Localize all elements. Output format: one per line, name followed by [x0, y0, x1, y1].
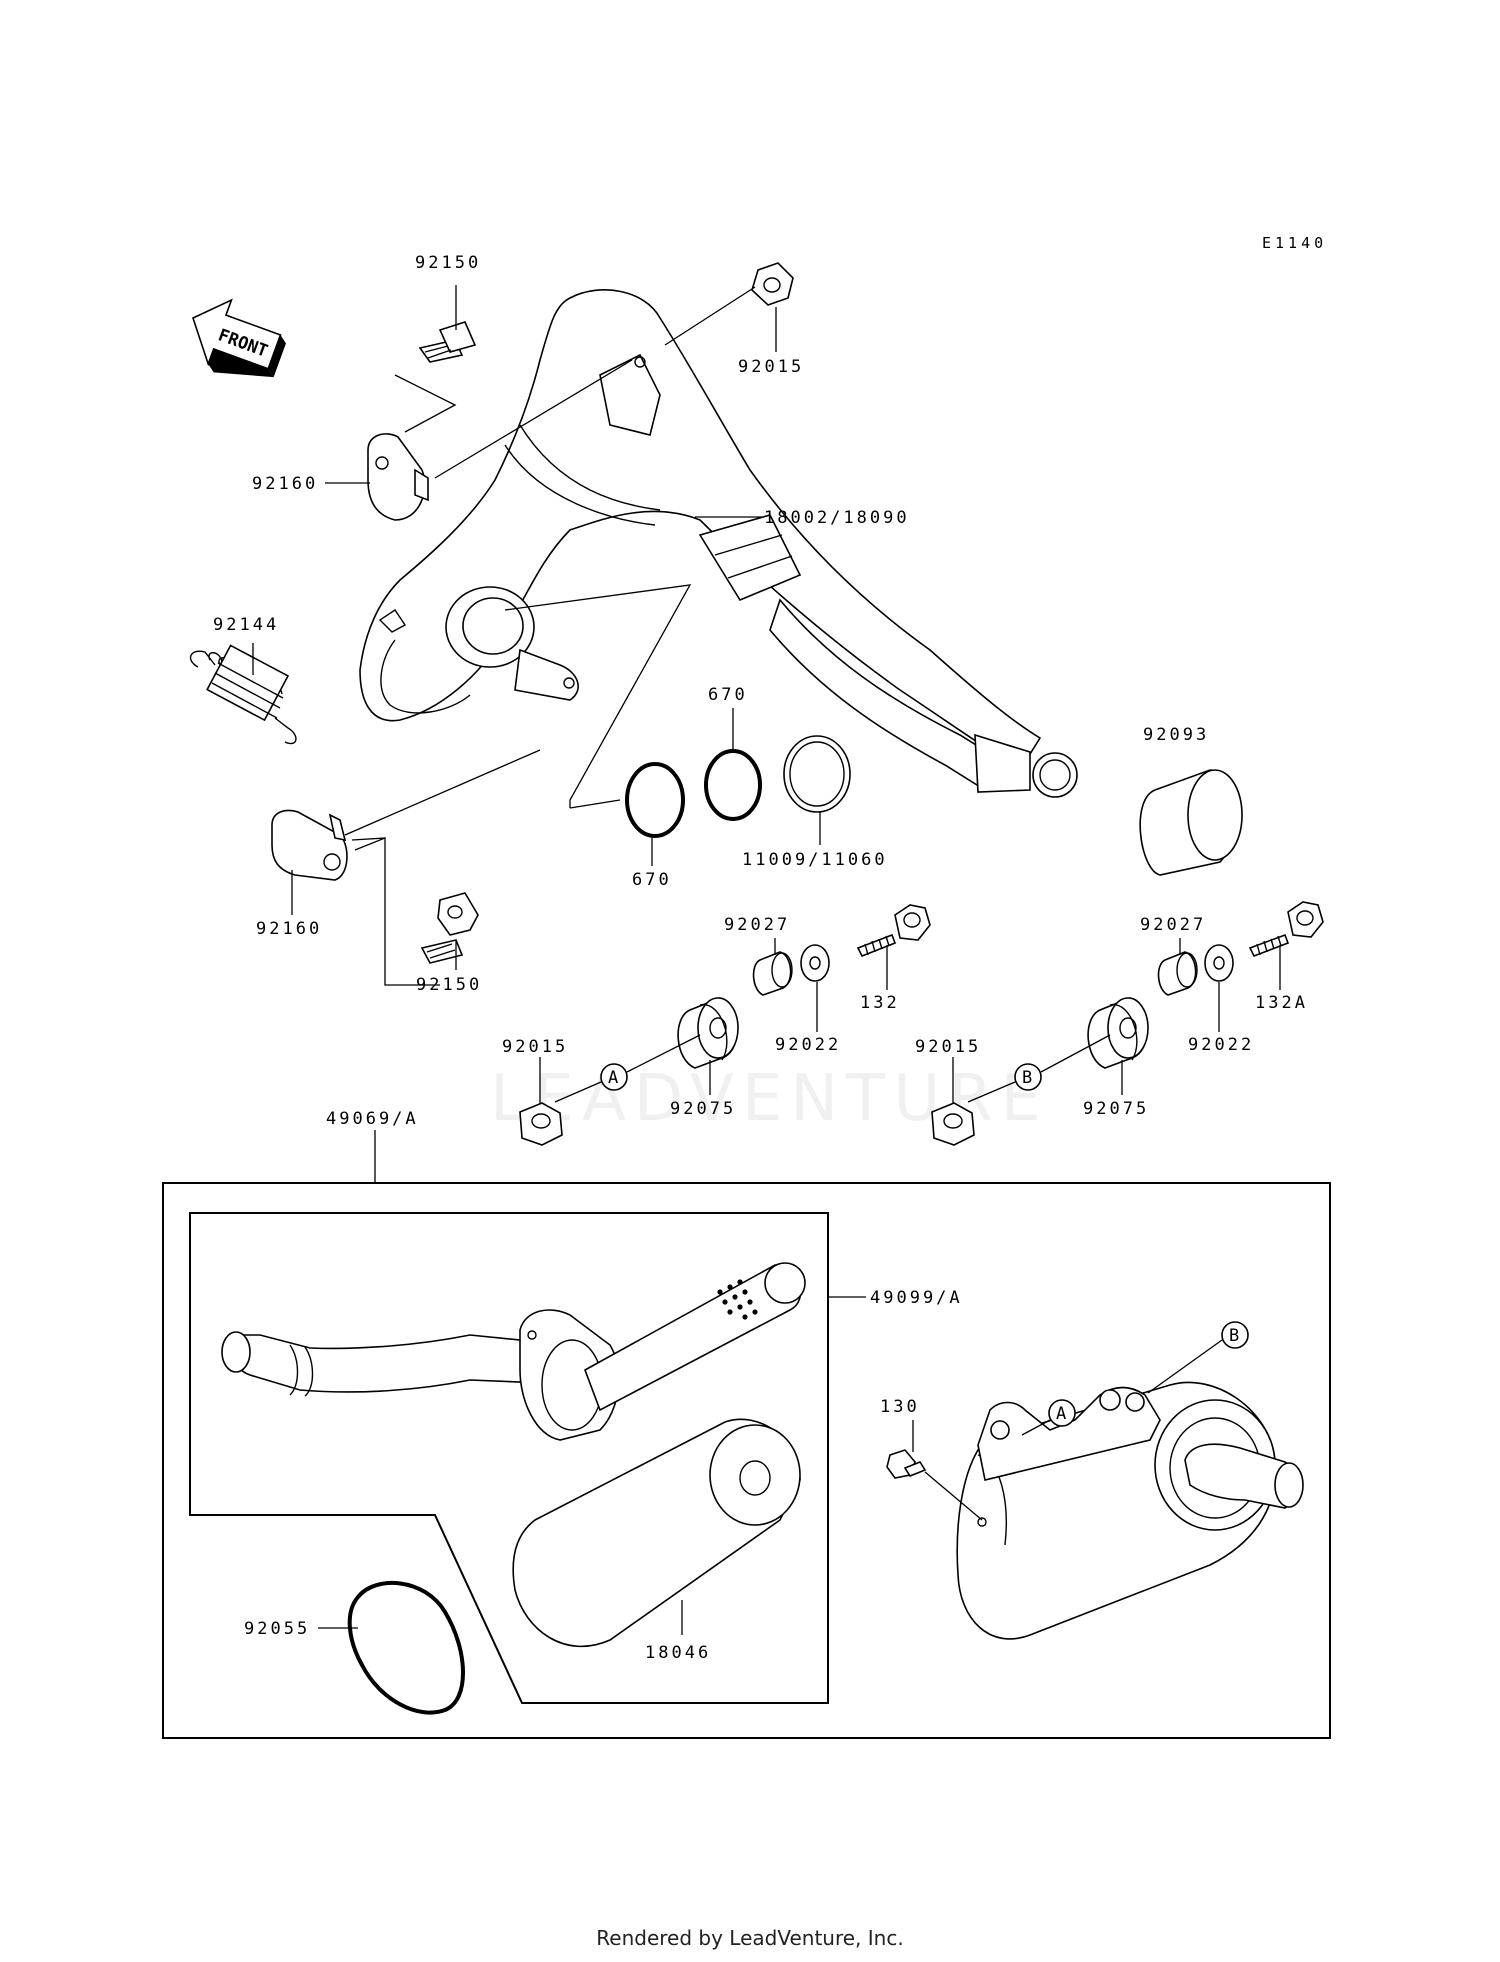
label-92144: 92144 [213, 615, 279, 635]
grommet-92075-left [677, 997, 739, 1069]
exhaust-pipe [359, 289, 1078, 798]
bolt-92150-top [418, 321, 477, 363]
label-92015-left: 92015 [502, 1037, 568, 1057]
label-132: 132 [860, 993, 900, 1013]
collar-92027-left [752, 951, 793, 996]
inner-pipe-49099 [221, 1262, 806, 1441]
label-92027-left: 92027 [724, 915, 790, 935]
label-49099-a: 49099/A [870, 1288, 963, 1308]
label-92015-top: 92015 [738, 357, 804, 377]
label-670-top: 670 [708, 685, 748, 705]
gasket-11009 [783, 735, 851, 813]
label-92022-left: 92022 [775, 1035, 841, 1055]
callout-a-silencer [1048, 1399, 1076, 1427]
packing-18046 [512, 1418, 801, 1648]
label-132a: 132A [1255, 993, 1308, 1013]
gasket-92055 [347, 1581, 465, 1715]
label-18002-18090: 18002/18090 [764, 508, 910, 528]
bolt-132a [1248, 901, 1324, 958]
front-arrow-icon: FRONT [192, 298, 286, 378]
label-92027-right: 92027 [1140, 915, 1206, 935]
sleeve-92093 [1139, 769, 1243, 876]
callout-b-silencer [1221, 1321, 1249, 1349]
label-92075-right: 92075 [1083, 1099, 1149, 1119]
gasket-670-bottom [625, 762, 685, 838]
plate-92160-bottom [271, 809, 348, 881]
label-92160-top: 92160 [252, 474, 318, 494]
bolt-130 [886, 1449, 927, 1479]
label-92015-right: 92015 [915, 1037, 981, 1057]
label-49069-a: 49069/A [326, 1109, 419, 1129]
callout-b-right [1014, 1063, 1042, 1091]
bolt-92150-bottom [420, 892, 479, 964]
collar-92027-right [1157, 951, 1198, 996]
label-92022-right: 92022 [1188, 1035, 1254, 1055]
callout-a-silencer-label: A [1056, 1404, 1069, 1424]
label-92150-top: 92150 [415, 253, 481, 273]
washer-92022-left [800, 944, 830, 982]
callout-b-right-label: B [1022, 1068, 1035, 1088]
label-11009-11060: 11009/11060 [742, 850, 888, 870]
bolt-132 [856, 904, 931, 958]
silencer-assembly-box [162, 1182, 1331, 1739]
label-92055: 92055 [244, 1619, 310, 1639]
label-92160-bottom: 92160 [256, 919, 322, 939]
nut-92015-top [751, 262, 794, 306]
nut-92015-left [519, 1102, 563, 1146]
label-670-bottom: 670 [632, 870, 672, 890]
callout-a-left [600, 1063, 628, 1091]
gasket-670-top [704, 749, 762, 821]
nut-92015-right [931, 1102, 975, 1146]
callout-a-left-label: A [608, 1068, 621, 1088]
label-92150-bottom: 92150 [416, 975, 482, 995]
label-130: 130 [880, 1397, 920, 1417]
washer-92022-right [1204, 944, 1234, 982]
label-92093: 92093 [1143, 725, 1209, 745]
footer-credit: Rendered by LeadVenture, Inc. [596, 1926, 904, 1950]
label-18046: 18046 [645, 1643, 711, 1663]
label-92075-left: 92075 [670, 1099, 736, 1119]
spring-92144 [189, 644, 297, 745]
silencer-subassembly-box [189, 1212, 829, 1704]
callout-b-silencer-label: B [1229, 1326, 1242, 1346]
grommet-92075-right [1087, 997, 1149, 1069]
silencer-body [956, 1381, 1304, 1640]
diagram-code: E1140 [1262, 234, 1327, 252]
plate-92160-top [367, 433, 429, 521]
